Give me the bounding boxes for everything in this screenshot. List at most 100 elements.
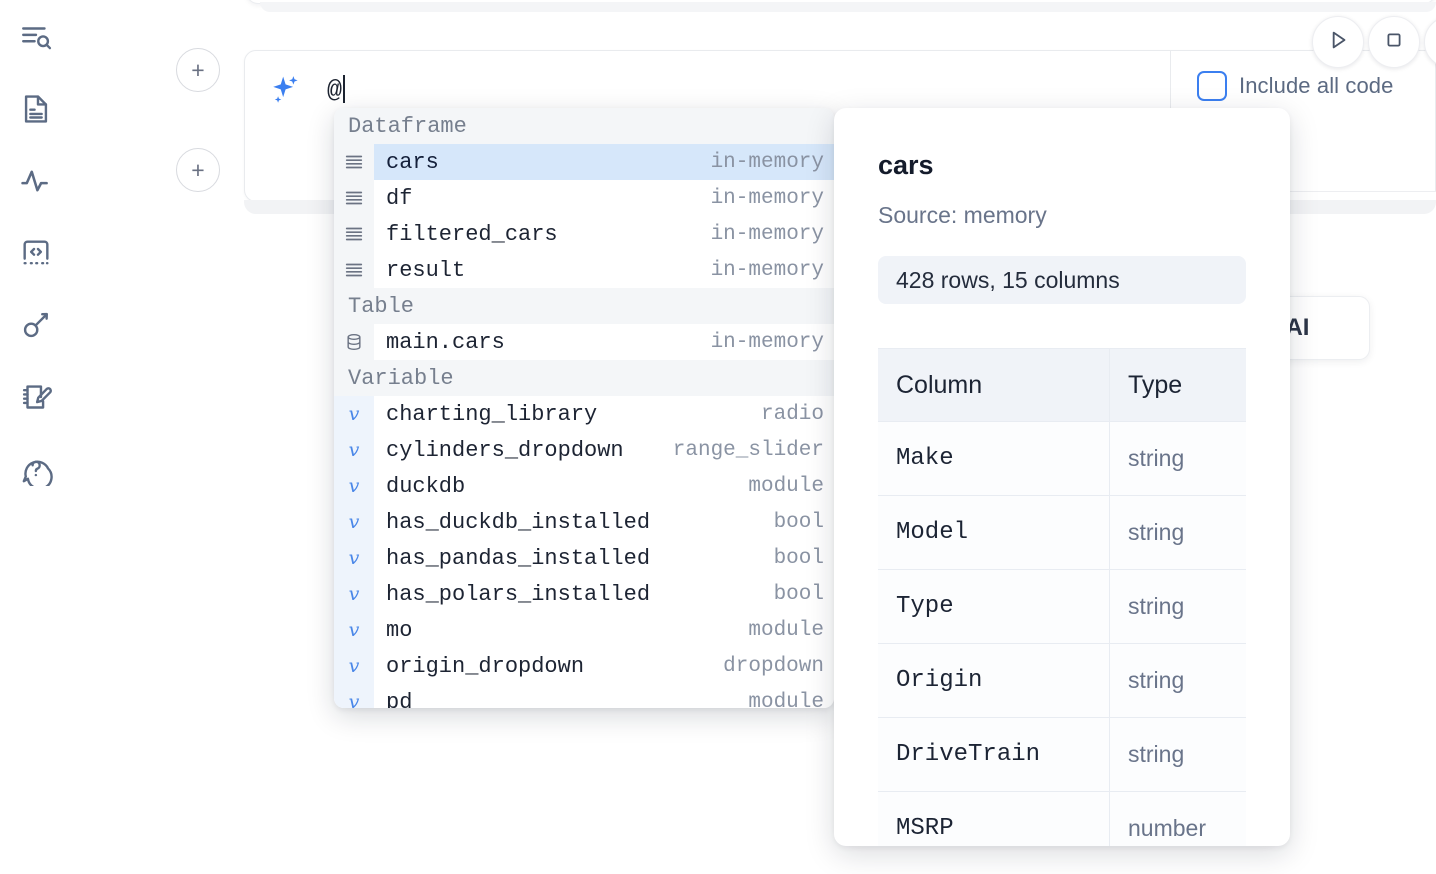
mention-item-type: in-memory — [710, 222, 824, 246]
mention-item[interactable]: v has_pandas_installed bool — [334, 540, 834, 576]
mention-item[interactable]: filtered_cars in-memory — [334, 216, 834, 252]
variable-icon: v — [334, 468, 374, 504]
mention-item-name: has_duckdb_installed — [386, 509, 651, 535]
mention-item-body: mo module — [374, 612, 834, 648]
sidebar-item-help[interactable] — [12, 445, 60, 493]
help-chat-icon — [19, 452, 53, 486]
mention-item-name: main.cars — [386, 329, 505, 355]
key-secrets-icon — [19, 308, 53, 342]
outline-search-icon — [19, 20, 53, 54]
mention-group-header: Variable — [334, 360, 834, 396]
variable-icon: v — [334, 540, 374, 576]
mention-item-type: bool — [773, 546, 824, 570]
variable-icon: v — [334, 612, 374, 648]
sidebar-item-outline[interactable] — [12, 13, 60, 61]
mention-item-body: cars in-memory — [374, 144, 834, 180]
mention-item-type: module — [748, 618, 824, 642]
preview-cell-type: number — [1110, 792, 1246, 846]
sidebar-item-scratchpad[interactable] — [12, 373, 60, 421]
mention-item-type: dropdown — [723, 654, 824, 678]
run-cell-button[interactable] — [1312, 16, 1364, 68]
sidebar-item-snippets[interactable] — [12, 229, 60, 277]
include-all-code-control[interactable]: Include all code — [1197, 71, 1393, 101]
dataframe-icon — [334, 144, 374, 180]
mention-item-body: has_pandas_installed bool — [374, 540, 834, 576]
variable-icon: v — [334, 576, 374, 612]
sidebar-item-files[interactable] — [12, 85, 60, 133]
dataframe-icon — [334, 216, 374, 252]
mention-item-name: filtered_cars — [386, 221, 558, 247]
mention-item-type: in-memory — [710, 330, 824, 354]
include-all-code-label: Include all code — [1239, 73, 1394, 98]
mention-group-header: Table — [334, 288, 834, 324]
stop-square-icon — [1382, 28, 1406, 57]
ai-prompt-value: @ — [327, 75, 343, 105]
preview-cell-type: string — [1110, 570, 1246, 644]
mention-item-type: radio — [760, 402, 824, 426]
sidebar-item-secrets[interactable] — [12, 301, 60, 349]
stop-cell-button[interactable] — [1368, 16, 1420, 68]
add-cell-below-button[interactable]: + — [176, 148, 220, 192]
add-cell-above-button[interactable]: + — [176, 48, 220, 92]
table-database-icon — [334, 324, 374, 360]
mention-item-body: result in-memory — [374, 252, 834, 288]
mention-item-name: mo — [386, 617, 413, 643]
preview-shape-badge: 428 rows, 15 columns — [878, 256, 1246, 304]
mention-item-type: in-memory — [710, 150, 824, 174]
mention-item-body: filtered_cars in-memory — [374, 216, 834, 252]
mention-item-name: cars — [386, 149, 439, 175]
mention-item[interactable]: main.cars in-memory — [334, 324, 834, 360]
sidebar-item-activity[interactable] — [12, 157, 60, 205]
preview-cell-column: Model — [878, 496, 1110, 570]
text-cursor — [343, 74, 346, 103]
sidebar-icon-rail — [0, 0, 72, 874]
mention-item-type: module — [748, 474, 824, 498]
preview-header-column: Column — [878, 348, 1110, 422]
mention-item-name: origin_dropdown — [386, 653, 585, 679]
mention-item-type: in-memory — [710, 258, 824, 282]
mention-item-body: origin_dropdown dropdown — [374, 648, 834, 684]
activity-pulse-icon — [19, 164, 53, 198]
mention-item-name: charting_library — [386, 401, 598, 427]
ai-prompt-input[interactable]: @ — [327, 74, 346, 105]
mention-item-body: has_duckdb_installed bool — [374, 504, 834, 540]
mention-item-name: result — [386, 257, 466, 283]
ai-sparkle-icon — [269, 73, 303, 107]
mention-item-name: pd — [386, 689, 413, 709]
preview-source: Source: memory — [878, 202, 1047, 228]
file-document-icon — [19, 92, 53, 126]
mention-item[interactable]: cars in-memory — [334, 144, 834, 180]
mention-item-name: has_pandas_installed — [386, 545, 651, 571]
mention-item-type: bool — [773, 582, 824, 606]
include-all-code-checkbox[interactable] — [1197, 71, 1227, 101]
scratchpad-edit-icon — [19, 380, 53, 414]
mention-item-name: duckdb — [386, 473, 466, 499]
variable-icon: v — [334, 684, 374, 708]
code-snippets-icon — [19, 236, 53, 270]
preview-cell-column: Type — [878, 570, 1110, 644]
preview-table-header: Column Type — [878, 348, 1246, 422]
preview-cell-type: string — [1110, 496, 1246, 570]
mention-item-type: range_slider — [672, 438, 824, 462]
mention-item[interactable]: result in-memory — [334, 252, 834, 288]
mention-item-type: bool — [773, 510, 824, 534]
ai-prompt-row[interactable]: @ — [245, 51, 1171, 128]
